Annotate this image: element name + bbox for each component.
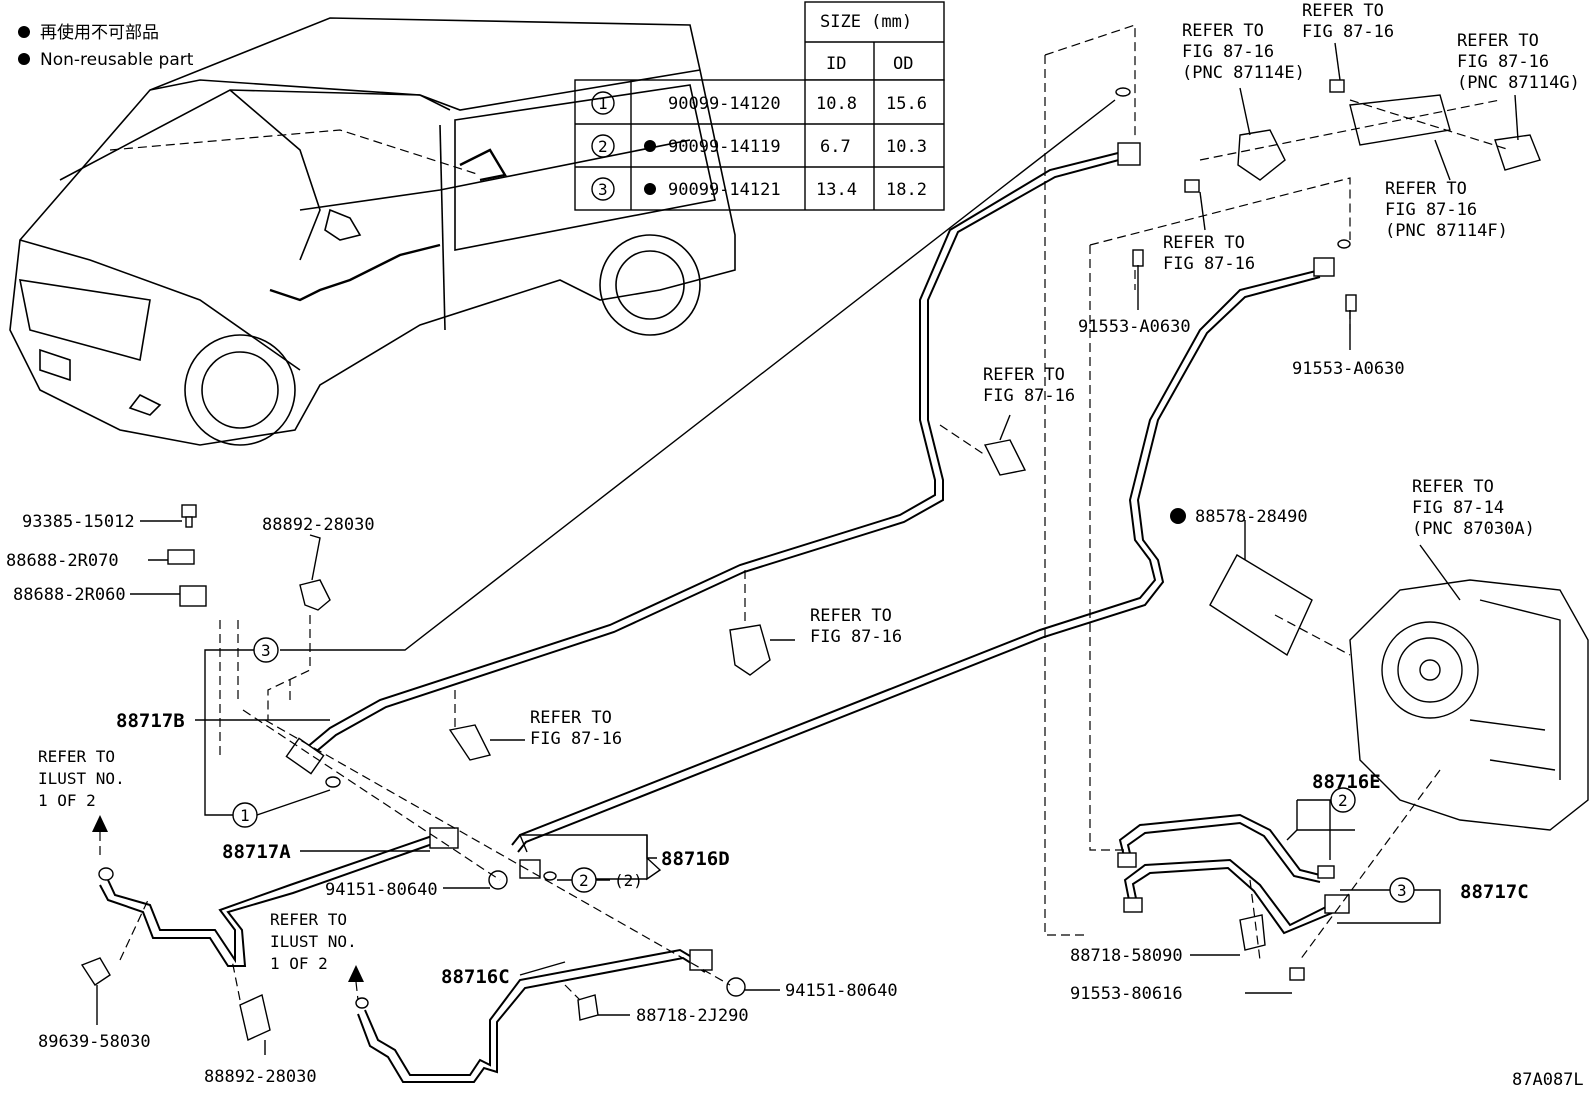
pipe-88716e: [1117, 813, 1335, 883]
table-row1-id: 10.8: [816, 94, 857, 114]
vehicle-illustration: [9, 17, 736, 446]
arrow-up-icon: [92, 815, 364, 1001]
part-label: 88718-58090: [1070, 946, 1183, 966]
part-label: 88717C: [1460, 881, 1529, 903]
callout-note: (2): [614, 871, 643, 890]
table-row1-od: 15.6: [886, 94, 927, 114]
clamps: [80, 79, 1541, 1041]
filter-pad: [1209, 554, 1313, 657]
part-label: 88688-2R060: [13, 585, 126, 605]
part-label: 91553-80616: [1070, 984, 1183, 1004]
pipe-88716d: [511, 239, 1351, 881]
callout-number: 1: [240, 806, 250, 825]
part-label: 88716C: [441, 966, 510, 988]
part-label: 88892-28030: [204, 1067, 317, 1087]
part-label: 94151-80640: [325, 880, 438, 900]
table-row2-num: 2: [598, 137, 608, 156]
table-row1-num: 1: [598, 94, 608, 113]
table-row2-id: 6.7: [820, 137, 851, 157]
table-header-id: ID: [826, 54, 846, 74]
callout-number: 3: [1397, 881, 1407, 900]
part-label: 93385-15012: [22, 512, 135, 532]
callouts: 3 1 2 (2) 2 3: [232, 637, 1415, 903]
leader-lines: [96, 42, 1519, 1055]
part-label: 89639-58030: [38, 1032, 151, 1052]
part-label: 88716D: [661, 848, 730, 870]
callout-number: 2: [579, 871, 589, 890]
table-row3-od: 18.2: [886, 180, 927, 200]
pipe-88717c: [1123, 858, 1350, 935]
callout-number: 2: [1338, 791, 1348, 810]
non-reusable-icon: [1170, 508, 1186, 524]
table-row2-part: 90099-14119: [668, 137, 781, 157]
part-label: 94151-80640: [785, 981, 898, 1001]
table-header-size: SIZE (mm): [820, 12, 912, 32]
pipe-88717a: [98, 827, 459, 967]
table-row3-part: 90099-14121: [668, 180, 781, 200]
part-label: 88717B: [116, 710, 185, 732]
table-row1-part: 90099-14120: [668, 94, 781, 114]
legend-jp: 再使用不可部品: [40, 22, 159, 43]
table-row2-od: 10.3: [886, 137, 927, 157]
blower-unit: [1349, 579, 1589, 831]
pipe-88717b: [285, 87, 1141, 788]
table-row3-num: 3: [598, 180, 608, 199]
part-labels: 93385-15012 88688-2R070 88688-2R060 8889…: [6, 317, 1584, 1090]
non-reusable-icon: [644, 140, 656, 152]
size-table: SIZE (mm) ID OD 1 90099-14120 10.8 15.6 …: [574, 1, 945, 211]
legend: 再使用不可部品 Non-reusable part: [18, 22, 194, 70]
guide-lines: [119, 24, 1511, 1001]
part-label: 88688-2R070: [6, 551, 119, 571]
part-label: 91553-A0630: [1078, 317, 1191, 337]
table-header-od: OD: [893, 54, 913, 74]
figure-code: 87A087L: [1512, 1070, 1584, 1090]
part-label: 91553-A0630: [1292, 359, 1405, 379]
part-label: 88716E: [1312, 771, 1381, 793]
part-label: 88578-28490: [1195, 507, 1308, 527]
part-label: 88717A: [222, 841, 291, 863]
callout-number: 3: [261, 641, 271, 660]
part-label: 88718-2J290: [636, 1006, 749, 1026]
non-reusable-icon: [644, 183, 656, 195]
legend-en: Non-reusable part: [40, 50, 194, 70]
part-label: 88892-28030: [262, 515, 375, 535]
table-row3-id: 13.4: [816, 180, 857, 200]
